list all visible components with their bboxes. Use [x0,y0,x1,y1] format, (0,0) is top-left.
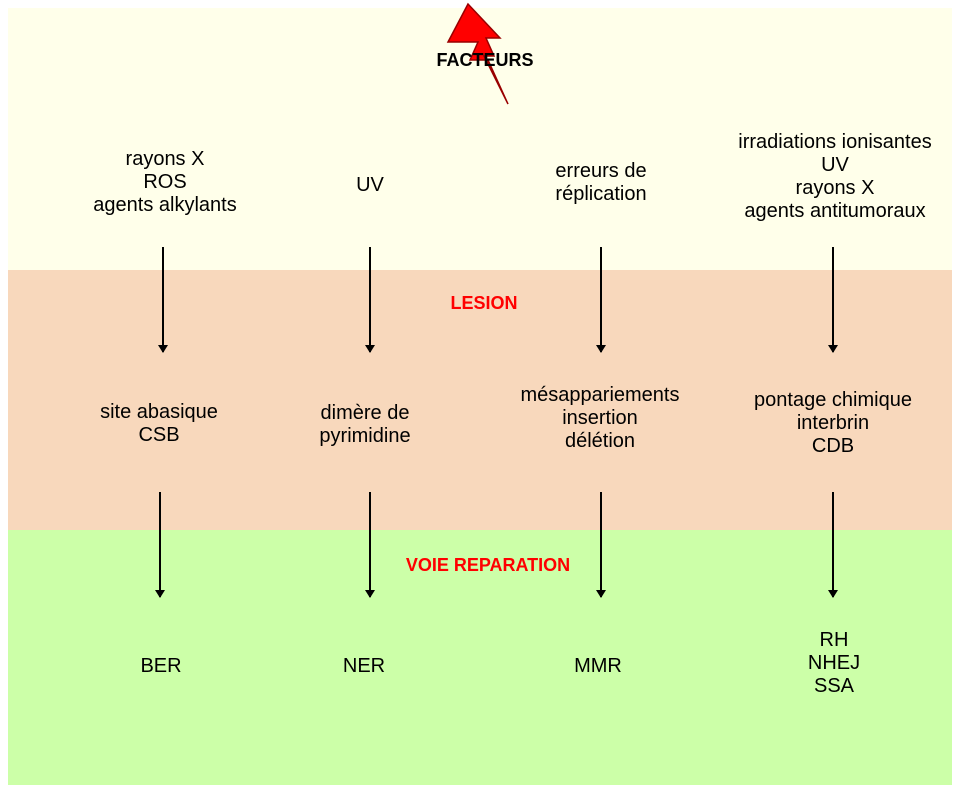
factor-line: rayons X [795,177,875,199]
repair-line: BER [140,655,182,677]
section-title-lesion: LESION [450,293,518,313]
lightning-bolt-shape [446,2,509,105]
lesion-line: CSB [138,424,180,446]
factor-line: réplication [555,183,647,205]
factor-cell-1: UV [240,174,500,197]
section-title-repair: VOIE REPARATION [405,555,571,575]
factor-line: agents antitumoraux [744,200,926,222]
factor-line: irradiations ionisantes [738,131,932,153]
lesion-cell-1: dimère de pyrimidine [235,402,495,448]
factor-line: UV [821,154,849,176]
repair-cell-1: NER [234,655,494,678]
lesion-line: pontage chimique [754,389,912,411]
factor-cell-0: rayons X ROS agents alkylants [35,148,295,217]
repair-line: NER [342,655,386,677]
factor-cell-2: erreurs de réplication [471,160,731,206]
lesion-band [8,270,952,530]
lesion-line: dimère de [320,402,410,424]
factor-line: UV [356,174,384,196]
lesion-cell-3: pontage chimique interbrin CDB [703,389,953,458]
factor-line: agents alkylants [93,194,237,216]
repair-line: SSA [813,675,855,697]
repair-line: MMR [574,655,622,677]
repair-cell-2: MMR [468,655,728,678]
repair-band [8,530,952,785]
repair-line: RH [819,629,849,651]
section-title-factors: FACTEURS [436,50,534,70]
lightning-bolt-icon [446,2,509,105]
lesion-line: CDB [811,435,855,457]
lesion-line: site abasique [100,401,218,423]
lesion-line: pyrimidine [319,425,411,447]
repair-cell-0: BER [31,655,291,678]
lesion-cell-2: mésappariements insertion délétion [470,384,730,453]
lesion-line: interbrin [796,412,870,434]
factor-cell-3: irradiations ionisantes UV rayons X agen… [705,131,953,223]
factor-line: rayons X [125,148,205,170]
repair-cell-3: RH NHEJ SSA [704,629,953,698]
lesion-line: insertion [562,407,638,429]
repair-line: NHEJ [807,652,861,674]
factor-line: ROS [143,171,187,193]
lesion-cell-0: site abasique CSB [29,401,289,447]
factor-line: erreurs de [555,160,647,182]
lesion-line: délétion [564,430,636,452]
lesion-line: mésappariements [520,384,680,406]
